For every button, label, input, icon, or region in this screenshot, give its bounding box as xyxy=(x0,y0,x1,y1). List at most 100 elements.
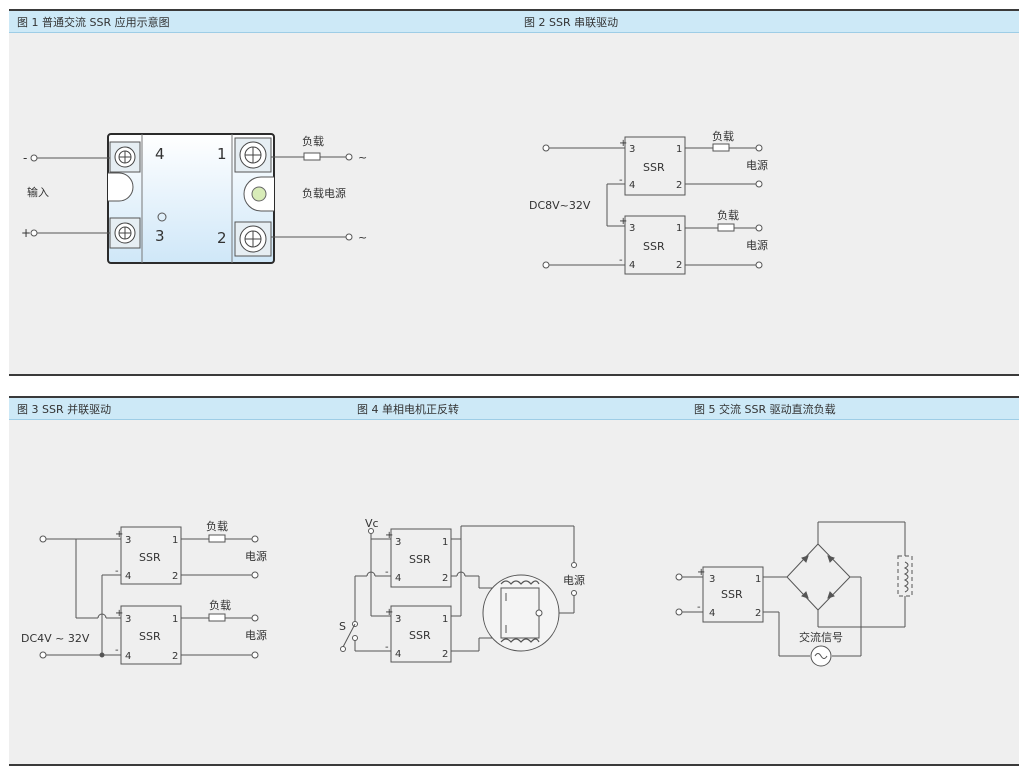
fig4-minus-1: - xyxy=(385,567,389,578)
fig4-p3-1: 3 xyxy=(395,537,401,548)
fig2-minus-1: - xyxy=(619,175,623,186)
fig1-small-hole xyxy=(157,212,167,222)
fig1-pin1-label: 1 xyxy=(217,145,227,163)
fig1-pin3-label: 3 xyxy=(155,227,165,245)
fig1-pin2-label: 2 xyxy=(217,229,227,247)
fig3-p2-2: 2 xyxy=(172,651,178,662)
fig2-power-label-2: 电源 xyxy=(746,238,768,252)
caption-fig2: 图 2 SSR 串联驱动 xyxy=(524,16,619,29)
fig5-ac-signal-label: 交流信号 xyxy=(799,630,843,644)
fig4-plus-1: + xyxy=(385,530,393,541)
fig2-ssr-box-1 xyxy=(624,136,686,196)
fig2-voltage-label: DC8V~32V xyxy=(529,199,591,212)
fig1-load-power-label: 负载电源 xyxy=(302,186,346,200)
fig3-ssr-box-1 xyxy=(120,526,182,585)
fig3-p3-1: 3 xyxy=(125,535,131,546)
caption-fig5: 图 5 交流 SSR 驱动直流负载 xyxy=(694,403,836,416)
fig4-minus-2: - xyxy=(385,642,389,653)
fig3-p1-1: 1 xyxy=(172,535,178,546)
fig5-plus: + xyxy=(697,567,705,578)
fig5-p2: 2 xyxy=(755,608,761,619)
fig2-ssr-label-2: SSR xyxy=(643,240,665,253)
fig2-p4-1: 4 xyxy=(629,180,635,191)
fig2-labels: + - + - 3 4 1 2 3 4 1 2 xyxy=(619,138,682,271)
fig4-p4-2: 4 xyxy=(395,649,401,660)
top-diagrams: 4 1 3 2 - + 输入 负载 负载电源 ~ ~ xyxy=(21,129,768,275)
fig4-vc-label: Vc xyxy=(365,517,379,530)
fig4-vc-terminal xyxy=(368,528,374,534)
fig5-labels: + - 3 4 1 2 xyxy=(697,567,761,619)
fig5-ssr-box xyxy=(702,566,764,623)
fig2-plus-2: + xyxy=(619,216,627,227)
fig3-power-label-1: 电源 xyxy=(245,549,267,563)
fig1-minus-sign: - xyxy=(23,151,27,165)
fig3-power-label-2: 电源 xyxy=(245,628,267,642)
fig3-ssr-label-1: SSR xyxy=(139,551,161,564)
fig2-ssr-box-2 xyxy=(624,215,686,275)
fig4-wiring xyxy=(340,525,577,652)
fig4-p4-1: 4 xyxy=(395,573,401,584)
fig3-voltage-label: DC4V ~ 32V xyxy=(21,632,90,645)
fig1-screw-2 xyxy=(239,225,267,253)
fig3-p2-1: 2 xyxy=(172,571,178,582)
fig1-input-wires xyxy=(30,154,110,237)
panel-bottom: 图 3 SSR 并联驱动 图 4 单相电机正反转 图 5 交流 SSR 驱动直流… xyxy=(9,396,1019,766)
fig5-ac-source-icon xyxy=(810,645,832,667)
panel-top: 图 1 普通交流 SSR 应用示意图 图 2 SSR 串联驱动 xyxy=(9,9,1019,376)
fig1-screw-4 xyxy=(114,146,136,168)
fig1-tilde-top: ~ xyxy=(358,151,367,164)
fig2-ssr-label-1: SSR xyxy=(643,161,665,174)
fig4-power-label: 电源 xyxy=(563,573,585,587)
fig2-load-label-2: 负载 xyxy=(717,208,739,222)
fig3-wiring xyxy=(39,534,259,659)
fig1-tilde-bottom: ~ xyxy=(358,231,367,244)
fig1-input-label: 输入 xyxy=(27,185,49,199)
fig1-screw-3 xyxy=(114,222,136,244)
fig3-p4-1: 4 xyxy=(125,571,131,582)
fig3-p1-2: 1 xyxy=(172,614,178,625)
fig2-minus-2: - xyxy=(619,255,623,266)
caption-fig3: 图 3 SSR 并联驱动 xyxy=(17,403,112,416)
fig4-switch-label: S xyxy=(339,620,346,633)
fig3-plus-2: + xyxy=(115,608,123,619)
fig2-power-label-1: 电源 xyxy=(746,158,768,172)
caption-fig1: 图 1 普通交流 SSR 应用示意图 xyxy=(17,16,170,29)
fig3-ssr-box-2 xyxy=(120,605,182,665)
fig1-screw-1 xyxy=(239,141,267,169)
fig2-p1-1: 1 xyxy=(676,144,682,155)
fig4-p1-1: 1 xyxy=(442,537,448,548)
fig3-ssr-label-2: SSR xyxy=(139,630,161,643)
fig4-ssr-label-1: SSR xyxy=(409,553,431,566)
fig4-motor xyxy=(482,574,560,652)
fig2-p4-2: 4 xyxy=(629,260,635,271)
fig4-ssr-label-2: SSR xyxy=(409,629,431,642)
fig4-labels: + - + - 3 4 1 2 3 4 1 2 xyxy=(385,530,448,660)
fig1-plus-sign: + xyxy=(21,226,31,240)
fig5-p3: 3 xyxy=(709,574,715,585)
fig2-p3-2: 3 xyxy=(629,223,635,234)
fig3-load-label-1: 负载 xyxy=(206,519,228,533)
fig2-wiring xyxy=(542,143,763,269)
fig5-p1: 1 xyxy=(755,574,761,585)
fig3-labels: + - + - 3 4 1 2 3 4 1 2 xyxy=(115,529,178,662)
fig2-p2-1: 2 xyxy=(676,180,682,191)
fig1-load-label: 负载 xyxy=(302,134,324,148)
fig1-led-indicator xyxy=(251,186,267,202)
fig5-minus: - xyxy=(697,602,701,613)
fig3-minus-2: - xyxy=(115,645,119,656)
fig1-output-wires xyxy=(271,152,353,241)
fig4-ssr-box-2 xyxy=(390,605,452,663)
fig2-p1-2: 1 xyxy=(676,223,682,234)
fig4-plus-2: + xyxy=(385,607,393,618)
fig5-inductor-load xyxy=(897,555,913,597)
fig3-minus-1: - xyxy=(115,566,119,577)
fig5-ssr-label: SSR xyxy=(721,588,743,601)
fig4-p2-2: 2 xyxy=(442,649,448,660)
fig1-pin4-label: 4 xyxy=(155,145,165,163)
fig2-p2-2: 2 xyxy=(676,260,682,271)
fig3-p3-2: 3 xyxy=(125,614,131,625)
fig2-plus-1: + xyxy=(619,138,627,149)
fig3-plus-1: + xyxy=(115,529,123,540)
caption-fig4: 图 4 单相电机正反转 xyxy=(357,403,459,416)
fig4-p3-2: 3 xyxy=(395,614,401,625)
